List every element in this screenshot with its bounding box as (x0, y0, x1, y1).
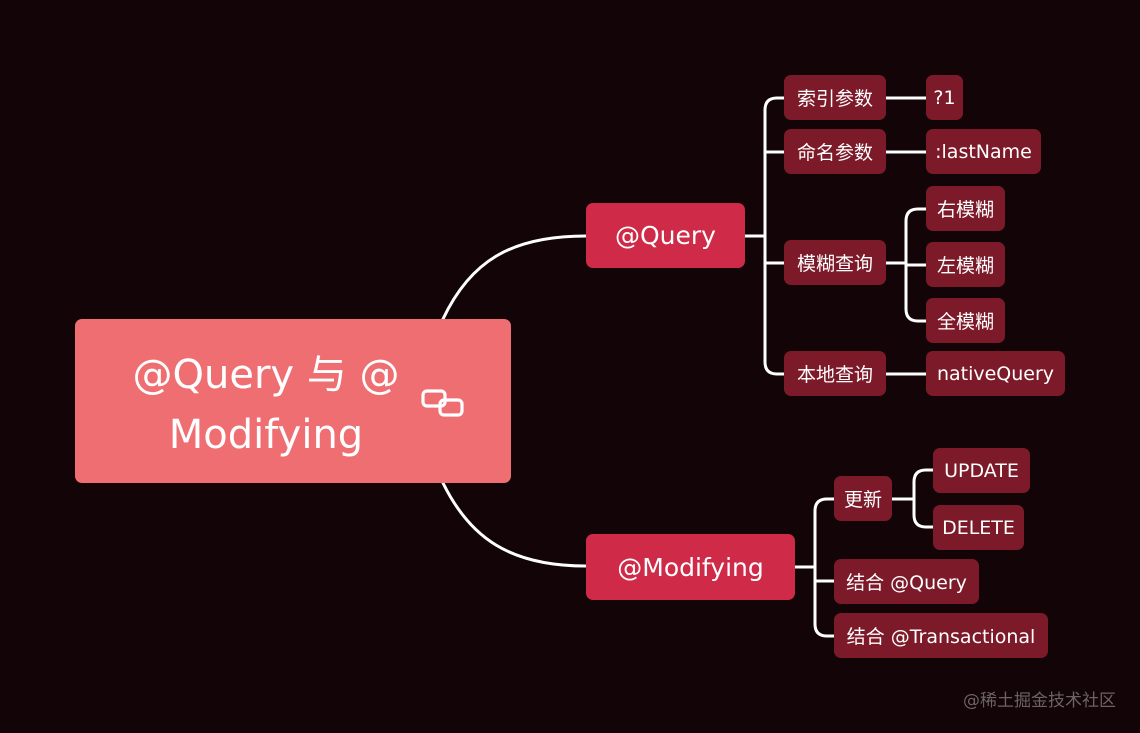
connector-query-trunk (743, 96, 786, 376)
node-update-statement[interactable]: UPDATE (933, 448, 1030, 493)
connector-root-modifying (441, 481, 588, 568)
root-node[interactable]: @Query 与 @ Modifying (75, 319, 511, 483)
link-icon[interactable] (420, 386, 468, 422)
node-fuzzy-query[interactable]: 模糊查询 (784, 240, 886, 285)
connector-update-trunk (890, 468, 935, 529)
node-delete-statement[interactable]: DELETE (933, 505, 1024, 550)
node-left-fuzzy[interactable]: 左模糊 (926, 242, 1005, 287)
node-named-placeholder[interactable]: :lastName (926, 129, 1041, 174)
connector-modifying-trunk (793, 497, 836, 638)
node-right-fuzzy[interactable]: 右模糊 (926, 186, 1005, 231)
connector-fuzzy-trunk (884, 207, 928, 323)
node-query[interactable]: @Query (586, 203, 745, 268)
root-title: @Query 与 @ Modifying (132, 352, 400, 458)
node-with-transactional[interactable]: 结合 @Transactional (834, 613, 1048, 658)
node-update[interactable]: 更新 (834, 476, 892, 521)
node-modifying[interactable]: @Modifying (586, 534, 795, 600)
node-full-fuzzy[interactable]: 全模糊 (926, 298, 1005, 343)
node-index-params[interactable]: 索引参数 (784, 75, 886, 120)
node-named-params[interactable]: 命名参数 (784, 129, 886, 174)
node-index-placeholder[interactable]: ?1 (926, 75, 963, 120)
node-with-query[interactable]: 结合 @Query (834, 559, 979, 604)
connector-root-query (441, 234, 588, 321)
node-native-query[interactable]: 本地查询 (784, 351, 886, 396)
watermark: @稀土掘金技术社区 (963, 691, 1116, 711)
node-native-query-flag[interactable]: nativeQuery (926, 351, 1065, 396)
